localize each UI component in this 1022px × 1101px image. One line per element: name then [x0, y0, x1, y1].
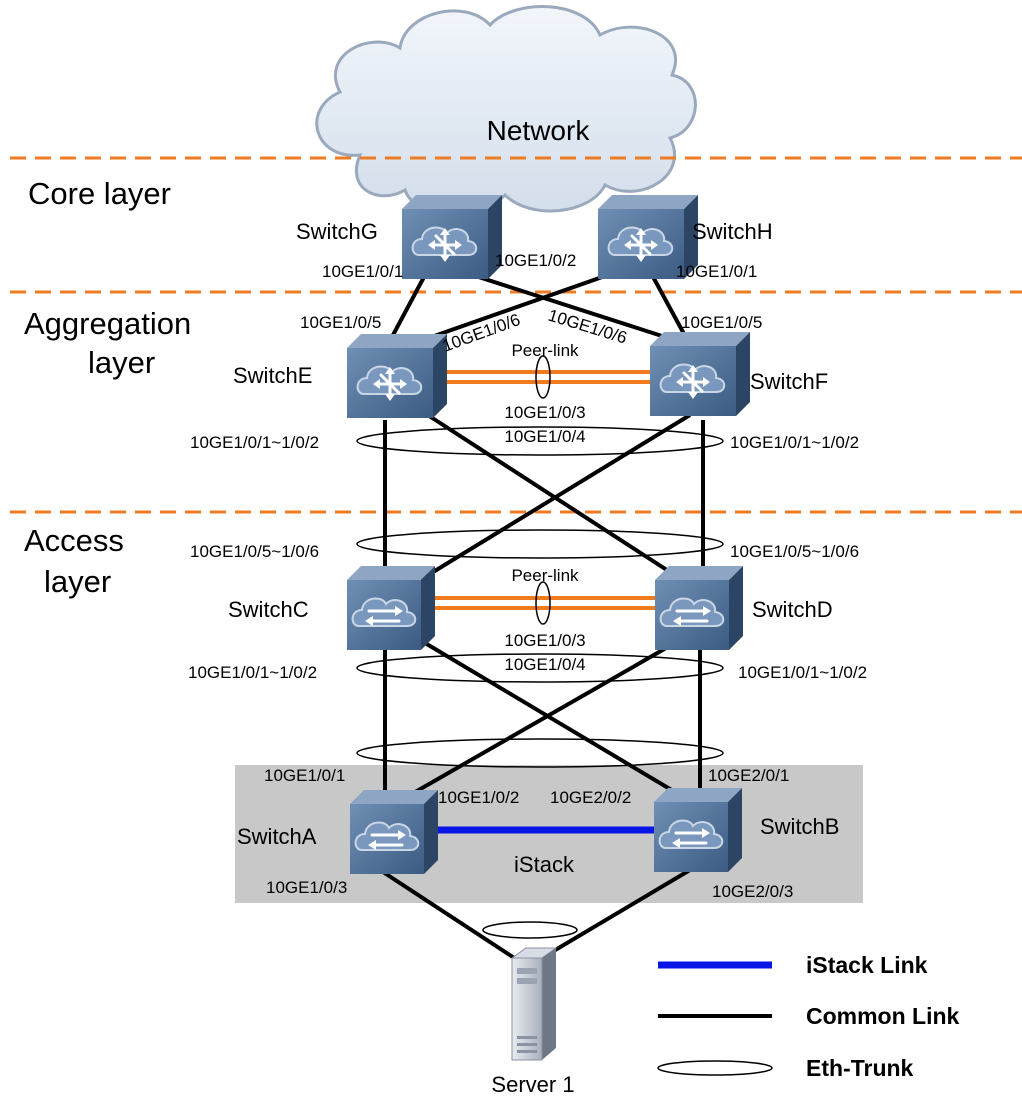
switch-icon	[652, 786, 744, 874]
switch-f-label: SwitchF	[750, 369, 828, 394]
router-icon	[400, 193, 504, 281]
istack-label: iStack	[514, 852, 575, 877]
link-f-c	[418, 413, 692, 582]
port-g-2: 10GE1/0/2	[495, 251, 576, 270]
port-a-2: 10GE1/0/2	[438, 788, 519, 807]
port-cd-3: 10GE1/0/3	[504, 631, 585, 650]
peer-link-ef	[430, 370, 655, 384]
port-b-2: 10GE2/0/2	[550, 788, 631, 807]
port-c-up: 10GE1/0/5~1/0/6	[190, 542, 319, 561]
router-icon	[345, 332, 449, 420]
switch-icon	[345, 564, 437, 652]
port-e-down: 10GE1/0/1~1/0/2	[190, 433, 319, 452]
link-a-server	[378, 868, 527, 967]
eth-trunk-server	[482, 921, 578, 939]
layer-label-access-1: Access	[24, 523, 124, 558]
switch-h-label: SwitchH	[692, 219, 773, 244]
link-b-server	[528, 868, 692, 967]
switch-a-label: SwitchA	[237, 824, 317, 849]
switch-icon	[653, 564, 745, 652]
tower-server-icon[interactable]	[510, 947, 558, 1061]
eth-trunk-ef-peer	[535, 355, 551, 399]
server-label: Server 1	[491, 1072, 574, 1097]
port-f-down: 10GE1/0/1~1/0/2	[730, 433, 859, 452]
port-f-5: 10GE1/0/5	[681, 313, 762, 332]
port-ef-3: 10GE1/0/3	[504, 403, 585, 422]
link-d-a	[409, 638, 681, 797]
router-icon	[648, 330, 752, 418]
layer-label-access-2: layer	[44, 564, 111, 599]
eth-trunk-cd-peer	[535, 581, 551, 625]
switch-d-label: SwitchD	[752, 597, 833, 622]
istack-area	[235, 765, 863, 903]
link-c-b	[418, 638, 682, 797]
eth-trunk-cd-up	[356, 529, 724, 559]
switch-e-label: SwitchE	[233, 363, 312, 388]
port-b-3: 10GE2/0/3	[712, 882, 793, 901]
eth-trunk-cd-down	[356, 653, 724, 683]
legend: iStack Link Common Link Eth-Trunk	[657, 952, 960, 1081]
layer-dividers	[10, 156, 1022, 514]
switch-a[interactable]	[348, 788, 440, 876]
eth-trunk-ab-up	[356, 738, 724, 768]
port-b-1: 10GE2/0/1	[708, 766, 789, 785]
port-e-5: 10GE1/0/5	[300, 313, 381, 332]
legend-common-label: Common Link	[806, 1003, 960, 1029]
switch-d[interactable]	[653, 564, 745, 652]
layer-label-aggregation-1: Aggregation	[24, 306, 191, 341]
port-c-down: 10GE1/0/1~1/0/2	[188, 663, 317, 682]
port-a-3: 10GE1/0/3	[266, 878, 347, 897]
switch-b-label: SwitchB	[760, 814, 839, 839]
port-e-6: 10GE1/0/6	[440, 310, 523, 356]
layer-label-aggregation-2: layer	[88, 345, 155, 380]
port-ef-4: 10GE1/0/4	[504, 427, 585, 446]
eth-trunk-ef-down	[356, 426, 724, 456]
layer-label-core: Core layer	[28, 176, 171, 211]
peer-link-cd	[428, 596, 657, 610]
network-label: Network	[487, 115, 591, 146]
port-g-1: 10GE1/0/1	[322, 262, 403, 281]
port-d-down: 10GE1/0/1~1/0/2	[738, 663, 867, 682]
switch-g-label: SwitchG	[296, 219, 378, 244]
switch-e[interactable]	[345, 332, 449, 420]
port-h-1: 10GE1/0/1	[676, 262, 757, 281]
legend-istack-label: iStack Link	[806, 952, 928, 978]
network-cloud-icon	[315, 5, 697, 216]
port-a-1: 10GE1/0/1	[264, 766, 345, 785]
legend-eth-trunk-swatch	[657, 1060, 773, 1076]
switch-c-label: SwitchC	[228, 597, 309, 622]
eth-trunks	[356, 355, 724, 939]
peer-link-label-cd: Peer-link	[511, 566, 579, 585]
switch-b[interactable]	[652, 786, 744, 874]
switch-c[interactable]	[345, 564, 437, 652]
switch-f[interactable]	[648, 330, 752, 418]
legend-eth-trunk-label: Eth-Trunk	[806, 1055, 914, 1081]
switch-g[interactable]	[400, 193, 504, 281]
port-d-up: 10GE1/0/5~1/0/6	[730, 542, 859, 561]
switch-icon	[348, 788, 440, 876]
port-cd-4: 10GE1/0/4	[504, 655, 585, 674]
peer-link-label-ef: Peer-link	[511, 341, 579, 360]
